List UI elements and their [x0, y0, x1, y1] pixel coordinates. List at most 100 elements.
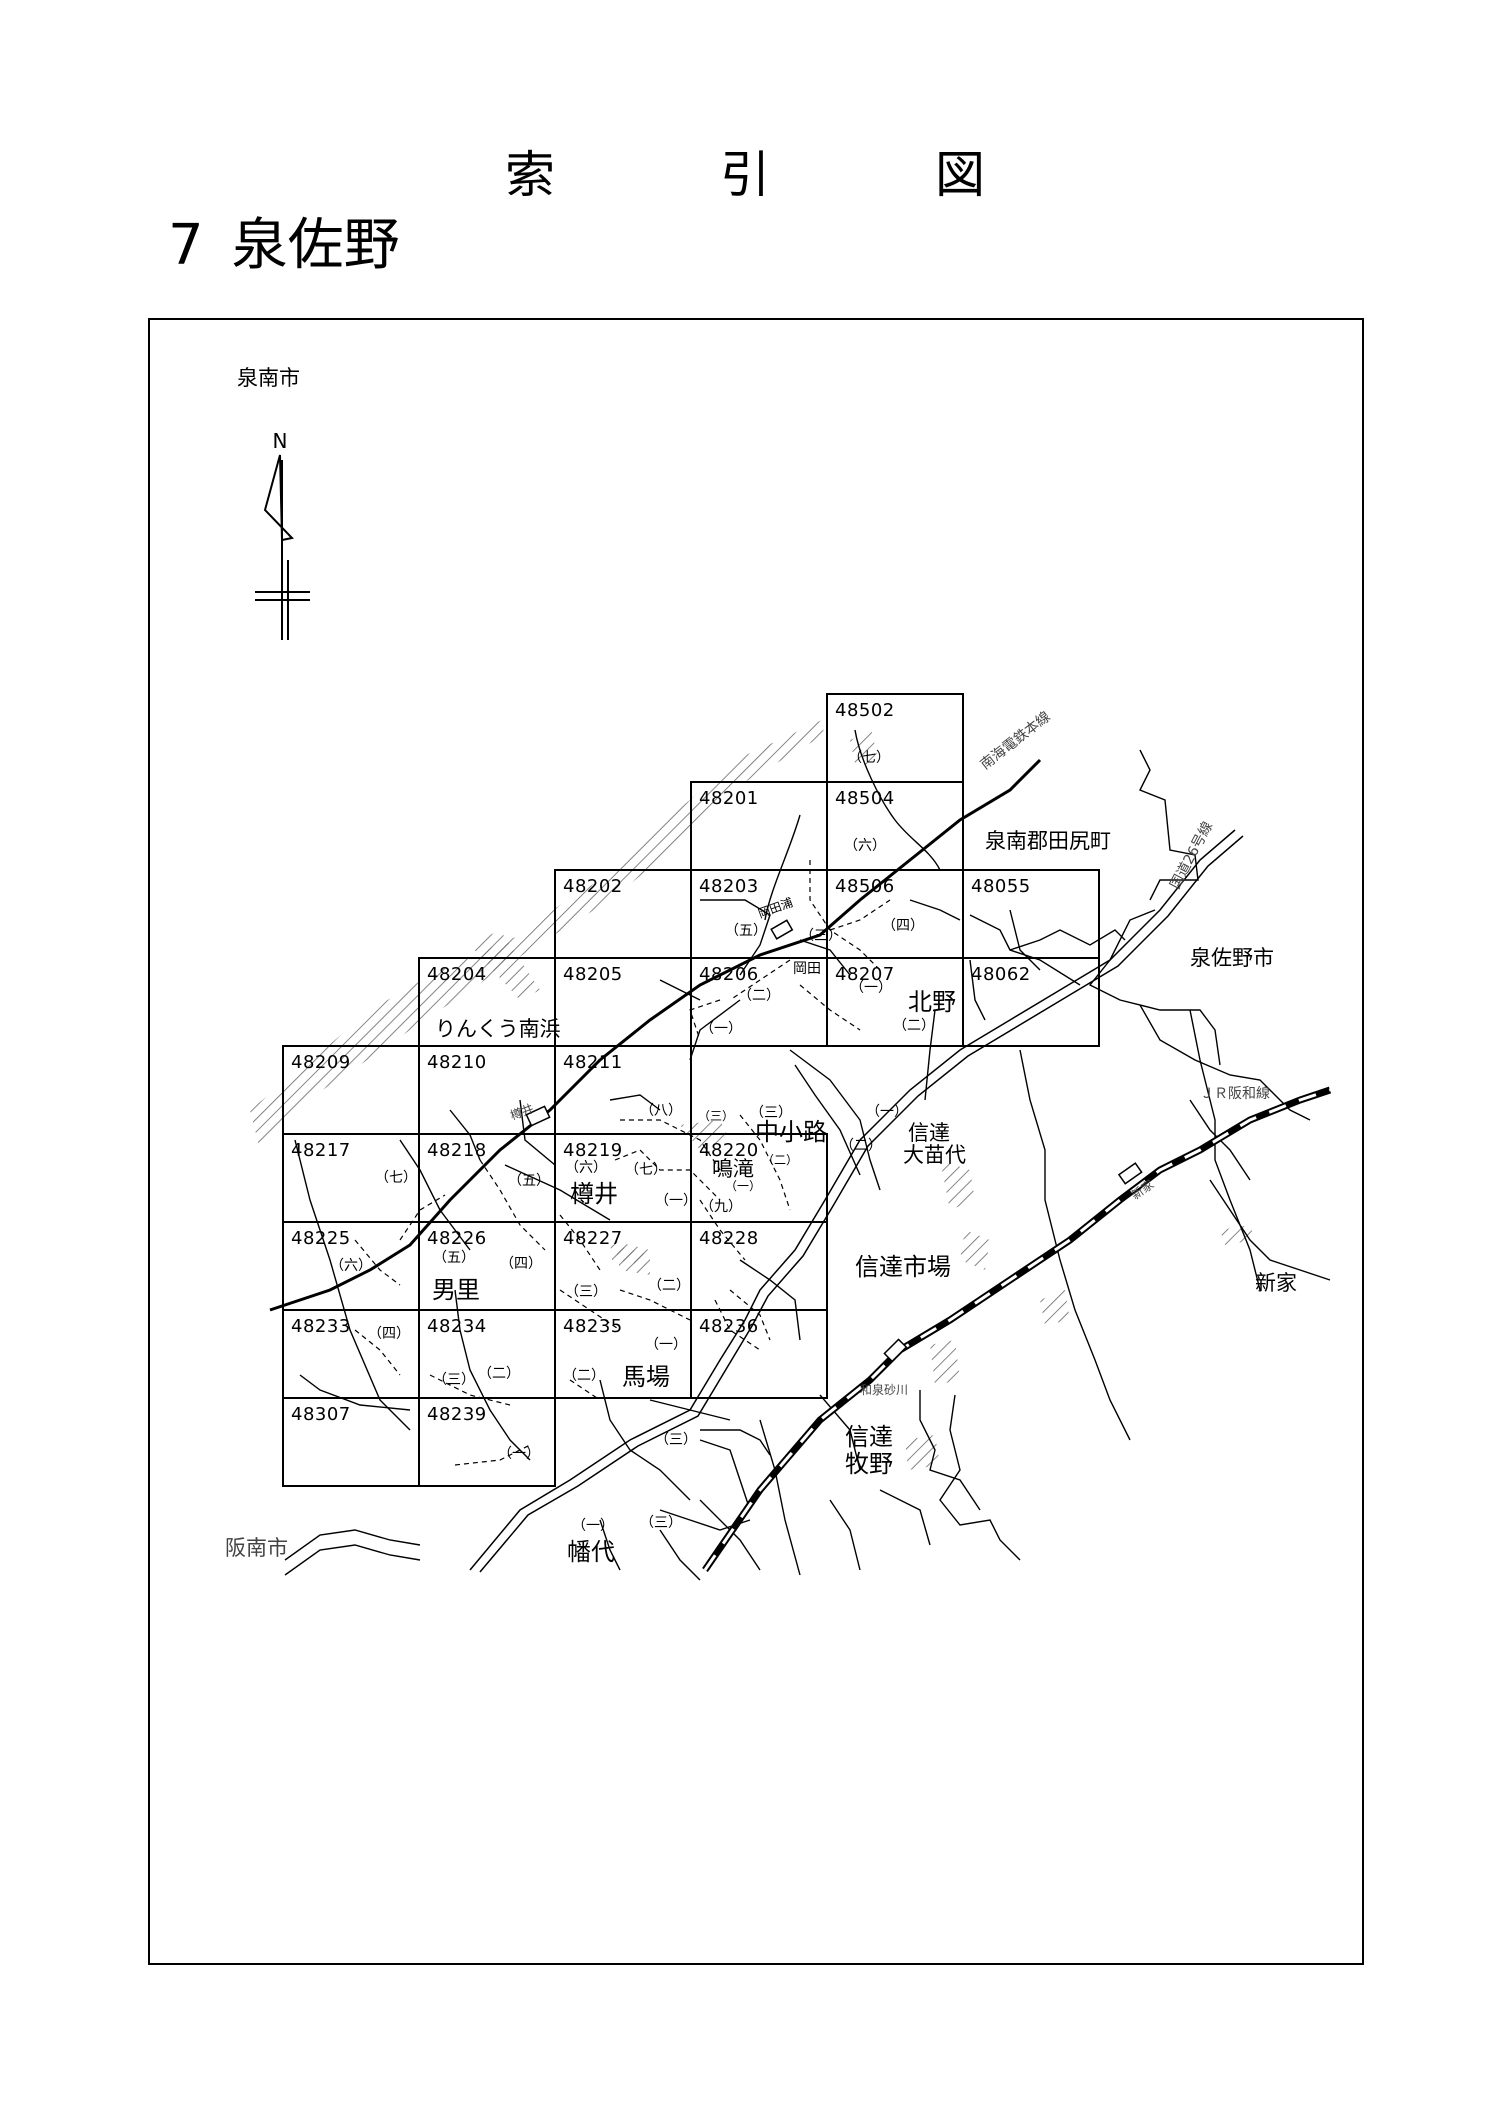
district-label: （一） — [700, 1021, 742, 1037]
label-shinge: 新家 — [1255, 1271, 1297, 1295]
grid-cell-label: 48233 — [291, 1316, 351, 1337]
grid-cell-48055[interactable]: 48055 — [962, 869, 1100, 959]
grid-cell-label: 48218 — [427, 1140, 487, 1161]
label-route-26: 国道26号線 — [1167, 819, 1216, 892]
district-label: （七） — [375, 1170, 417, 1186]
district-label: （三） — [800, 928, 842, 944]
district-label: （五） — [433, 1250, 475, 1266]
district-label: （二） — [478, 1366, 520, 1382]
title-char-2: 引 — [720, 146, 770, 204]
district-label: （三） — [640, 1515, 682, 1531]
grid-cell-label: 48234 — [427, 1316, 487, 1337]
compass-needle-icon — [263, 454, 294, 542]
district-label: （三） — [565, 1284, 607, 1300]
grid-cell-48211[interactable]: 48211 — [554, 1045, 692, 1135]
grid-cell-label: 48219 — [563, 1140, 623, 1161]
district-label: （四） — [882, 918, 924, 934]
grid-cell-label: 48307 — [291, 1404, 351, 1425]
label-shindachi-1: 信達 — [908, 1121, 950, 1145]
grid-cell-48239[interactable]: 48239 — [418, 1397, 556, 1487]
district-label: （二） — [563, 1368, 605, 1384]
grid-cell-label: 48205 — [563, 964, 623, 985]
district-label: （五） — [725, 923, 767, 939]
station-marks — [525, 919, 1143, 1363]
district-label: （一） — [498, 1446, 540, 1462]
grid-cell-48502[interactable]: 48502 — [826, 693, 964, 783]
grid-cell-label: 48226 — [427, 1228, 487, 1249]
grid-cell-label: 48210 — [427, 1052, 487, 1073]
label-shindachi-ichiba: 信達市場 — [855, 1253, 951, 1281]
label-tajiri: 泉南郡田尻町 — [985, 829, 1111, 853]
label-baba: 馬場 — [622, 1363, 670, 1391]
district-label: （二） — [893, 1018, 935, 1034]
grid-cell-48236[interactable]: 48236 — [690, 1309, 828, 1399]
district-label: （六） — [844, 838, 886, 854]
label-otori: 男里 — [432, 1276, 480, 1304]
grid-cell-border — [962, 957, 1100, 1047]
grid-cell-label: 48504 — [835, 788, 895, 809]
grid-cell-48228[interactable]: 48228 — [690, 1221, 828, 1311]
district-label: （七） — [848, 750, 890, 766]
district-label: （四） — [368, 1326, 410, 1342]
grid-cell-label: 48055 — [971, 876, 1031, 897]
roads-and-boundaries — [284, 729, 1331, 1581]
label-sennan-city: 泉南市 — [237, 366, 300, 390]
grid-cell-label: 48204 — [427, 964, 487, 985]
district-label: （三） — [698, 1109, 734, 1123]
district-label: （五） — [508, 1173, 550, 1189]
compass-north-label: N — [273, 429, 288, 453]
label-rinku: りんくう南浜 — [435, 1017, 561, 1041]
grid-cell-48205[interactable]: 48205 — [554, 957, 692, 1047]
district-label: （三） — [750, 1105, 792, 1121]
grid-cell-label: 48228 — [699, 1228, 759, 1249]
grid-cell-border — [418, 1397, 556, 1487]
label-onaeshiro: 大苗代 — [903, 1143, 966, 1167]
grid-cell-label: 48062 — [971, 964, 1031, 985]
label-okada: 岡田 — [793, 961, 821, 977]
label-naritaki: 鳴滝 — [712, 1157, 754, 1181]
district-label: （二） — [762, 1153, 798, 1167]
grid-cell-label: 48225 — [291, 1228, 351, 1249]
label-jr-hanwa: ＪＲ阪和線 — [1200, 1086, 1270, 1102]
grid-cell-label: 48239 — [427, 1404, 487, 1425]
grid-cell-label: 48203 — [699, 876, 759, 897]
district-label: （二） — [648, 1278, 690, 1294]
label-izumisano-city: 泉佐野市 — [1190, 946, 1274, 970]
district-label: （一） — [725, 1179, 761, 1193]
grid-cell-label: 48506 — [835, 876, 895, 897]
district-label: （二） — [738, 988, 780, 1004]
grid-cell-48506[interactable]: 48506 — [826, 869, 964, 959]
district-label: （六） — [330, 1258, 372, 1274]
compass: N — [255, 429, 310, 640]
label-izumisunagawa-station: 和泉砂川 — [860, 1383, 908, 1397]
label-hannan-city: 阪南市 — [225, 1536, 288, 1560]
label-shindachi-2: 信達 — [845, 1423, 893, 1451]
label-shinge-station: 新家 — [1128, 1176, 1156, 1202]
grid-cell-label: 48502 — [835, 700, 895, 721]
grid-cell-border — [690, 1309, 828, 1399]
nankai-line — [269, 758, 1042, 1312]
district-label: （七） — [625, 1162, 667, 1178]
district-label: （一） — [572, 1518, 614, 1534]
label-nankai-line: 南海電鉄本線 — [978, 709, 1054, 773]
label-okadaura: 岡田浦 — [756, 895, 795, 920]
grid-cell-label: 48220 — [699, 1140, 759, 1161]
place-labels: 泉南市 阪南市 泉佐野市 泉南郡田尻町 りんくう南浜 北野 中小路 信達 大苗代… — [225, 366, 1297, 1566]
title-char-3: 図 — [935, 146, 985, 204]
grid-cell-48307[interactable]: 48307 — [282, 1397, 420, 1487]
district-label: （三） — [655, 1432, 697, 1448]
label-makino: 牧野 — [845, 1450, 893, 1478]
grid-cell-48062[interactable]: 48062 — [962, 957, 1100, 1047]
district-label: （八） — [640, 1103, 682, 1119]
district-labels: （七） （六） （四） （五） （三） （二） （一） （一） （二） （一） … — [330, 750, 935, 1534]
district-label: （一） — [655, 1193, 697, 1209]
grid-cell-48201[interactable]: 48201 — [690, 781, 828, 871]
title-char-1: 索 — [505, 146, 555, 204]
grid-cell-48504[interactable]: 48504 — [826, 781, 964, 871]
district-label: （四） — [500, 1256, 542, 1272]
section-name: 泉佐野 — [231, 213, 400, 278]
grid-cell-48233[interactable]: 48233 — [282, 1309, 420, 1399]
